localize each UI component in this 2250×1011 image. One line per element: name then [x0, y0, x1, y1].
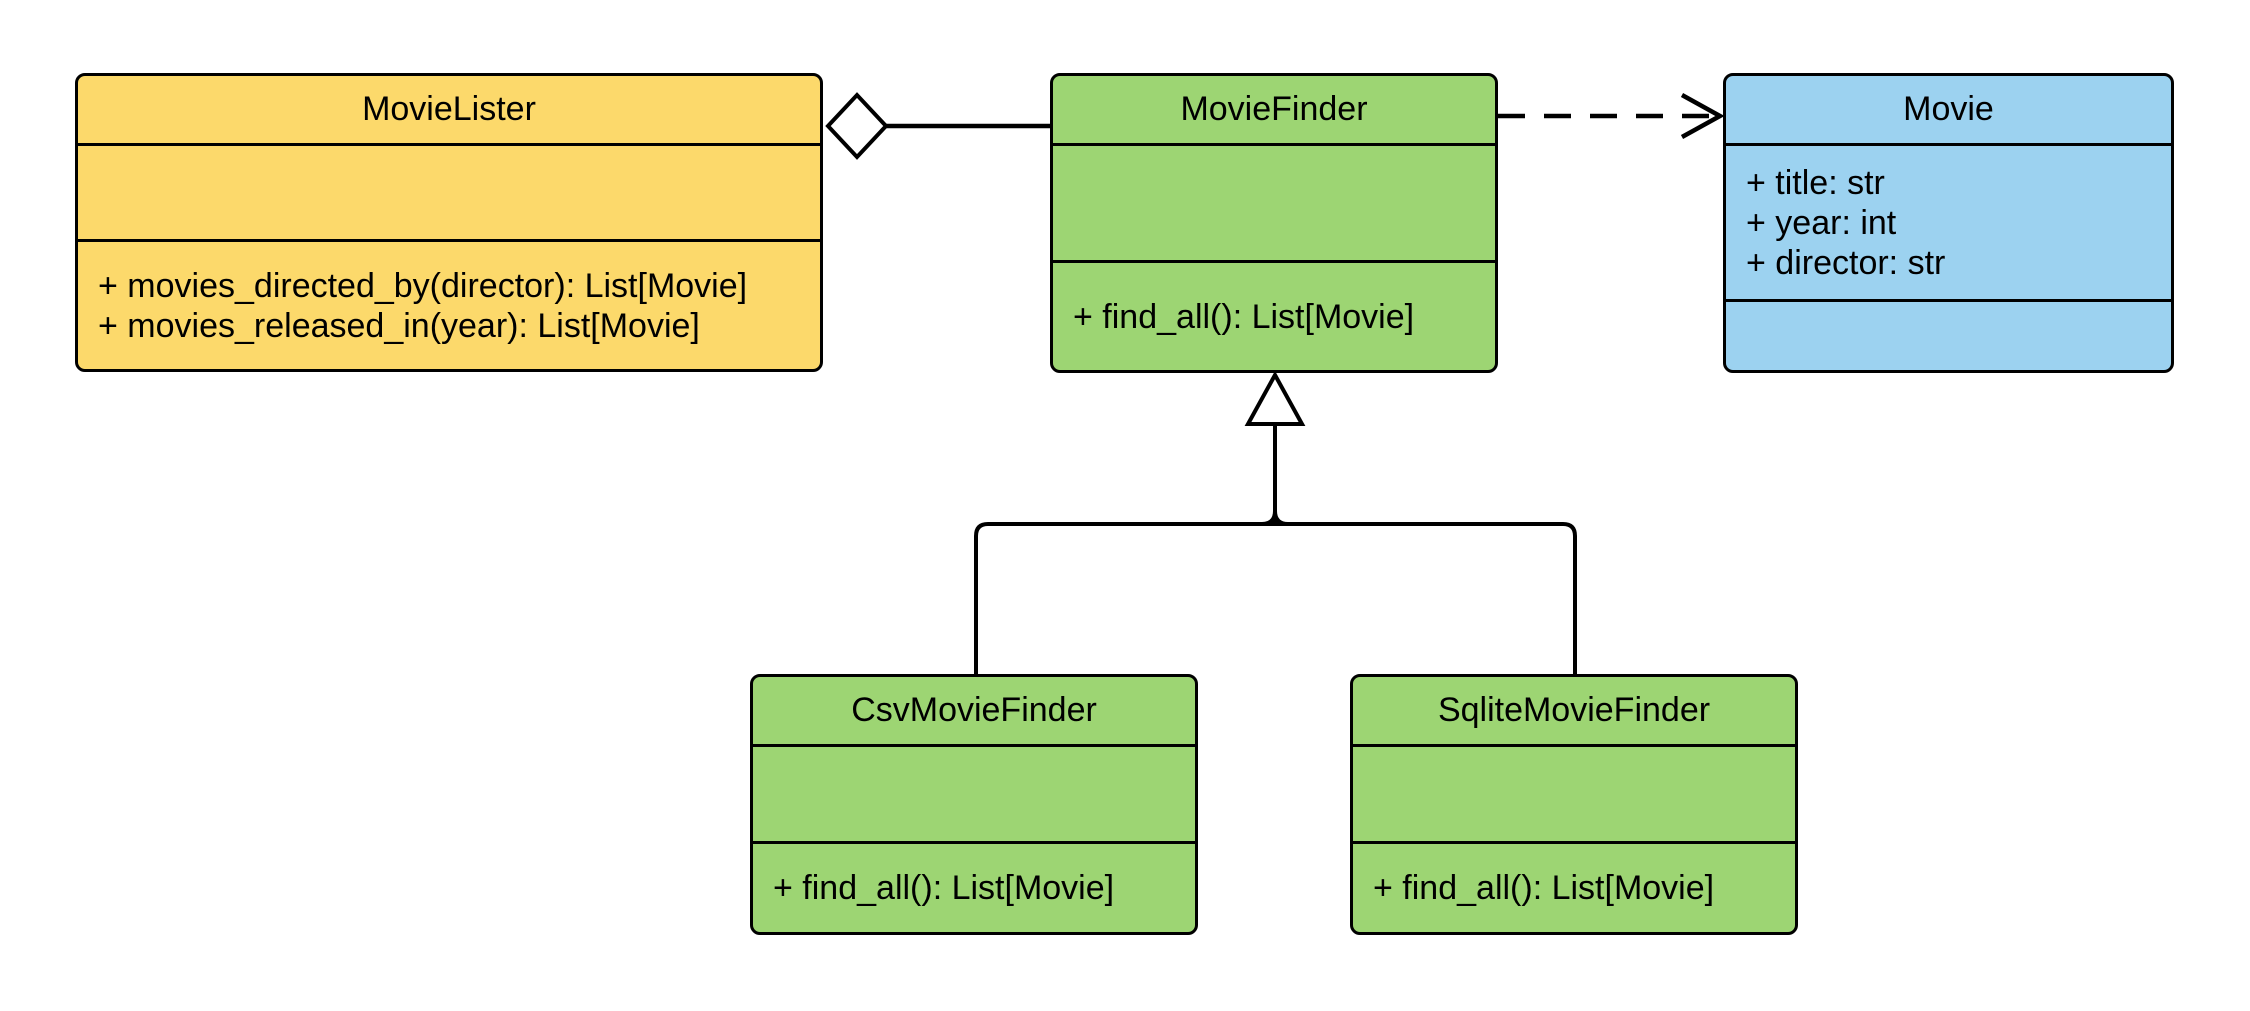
class-attributes — [1353, 747, 1795, 844]
class-attributes: + title: str + year: int + director: str — [1726, 146, 2171, 302]
class-title: CsvMovieFinder — [753, 677, 1195, 747]
class-attributes — [1053, 146, 1495, 263]
method-item: + movies_directed_by(director): List[Mov… — [98, 266, 748, 305]
attribute-item: + director: str — [1746, 243, 1946, 282]
method-item: + find_all(): List[Movie] — [773, 869, 1115, 907]
class-title: SqliteMovieFinder — [1353, 677, 1795, 747]
class-movie: Movie + title: str + year: int + directo… — [1723, 73, 2174, 373]
open-arrowhead-marker-icon — [1680, 93, 1725, 139]
class-sqlitemoviefinder: SqliteMovieFinder + find_all(): List[Mov… — [1350, 674, 1798, 935]
aggregation-edge — [825, 92, 1052, 160]
class-methods: + find_all(): List[Movie] — [753, 844, 1195, 932]
class-moviefinder: MovieFinder + find_all(): List[Movie] — [1050, 73, 1498, 373]
class-methods: + find_all(): List[Movie] — [1353, 844, 1795, 932]
method-item: + find_all(): List[Movie] — [1073, 297, 1415, 336]
inheritance-tree — [974, 370, 1577, 674]
hollow-triangle-marker-icon — [1244, 370, 1306, 426]
class-methods — [1726, 302, 2171, 370]
inheritance-branch-lines — [974, 522, 1577, 674]
attribute-item: + title: str — [1746, 163, 1885, 202]
method-item: + find_all(): List[Movie] — [1373, 869, 1715, 907]
inheritance-junction-fillet — [1261, 510, 1289, 526]
class-attributes — [753, 747, 1195, 844]
class-methods: + find_all(): List[Movie] — [1053, 263, 1495, 370]
method-item: + movies_released_in(year): List[Movie] — [98, 306, 700, 345]
class-movielister: MovieLister + movies_directed_by(directo… — [75, 73, 823, 372]
class-title: MovieFinder — [1053, 76, 1495, 146]
class-attributes — [78, 146, 820, 242]
attribute-item: + year: int — [1746, 203, 1897, 242]
class-csvmoviefinder: CsvMovieFinder + find_all(): List[Movie] — [750, 674, 1198, 935]
hollow-diamond-marker-icon — [825, 92, 889, 160]
class-title: Movie — [1726, 76, 2171, 146]
class-methods: + movies_directed_by(director): List[Mov… — [78, 242, 820, 369]
dependency-edge — [1498, 93, 1725, 139]
class-title: MovieLister — [78, 76, 820, 146]
